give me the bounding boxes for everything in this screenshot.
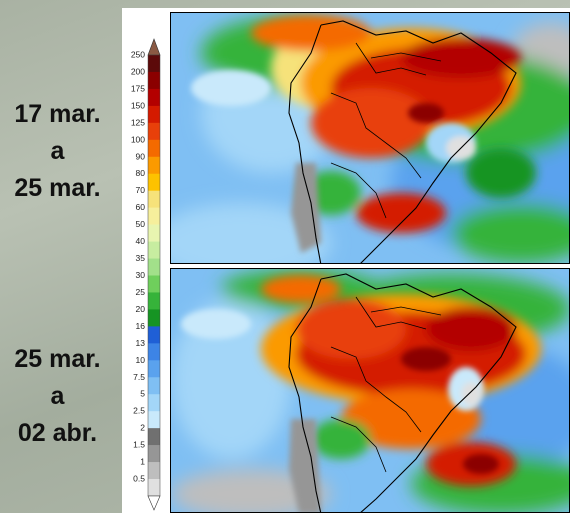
colorbar-tick-label: 90: [136, 151, 146, 161]
colorbar-swatch: [148, 275, 160, 293]
colorbar-swatch: [148, 360, 160, 378]
colorbar-tick-label: 13: [136, 338, 146, 348]
colorbar-swatch: [148, 71, 160, 90]
period-label-2: 25 mar. a 02 abr.: [0, 341, 115, 452]
colorbar-swatch: [148, 445, 160, 463]
precipitation-map-top: [170, 12, 570, 264]
colorbar-swatch: [148, 122, 160, 141]
colorbar-tick-label: 2: [140, 423, 145, 433]
colorbar-swatch: [148, 207, 160, 225]
period-1-end: 25 mar.: [14, 174, 101, 202]
period-2-end: 02 abr.: [17, 419, 98, 447]
period-1-separator: a: [50, 137, 65, 165]
colorbar-swatch: [148, 105, 160, 124]
colorbar-tick-label: 10: [136, 355, 146, 365]
colorbar-swatch: [148, 156, 160, 175]
map-top-canvas: [171, 13, 569, 263]
colorbar-swatch: [148, 139, 160, 158]
colorbar-swatch: [148, 258, 160, 276]
precipitation-map-bottom: [170, 268, 570, 513]
colorbar-top-arrow: [147, 38, 161, 56]
colorbar-swatch: [148, 55, 160, 73]
colorbar-swatch: [148, 292, 160, 310]
colorbar-swatch: [148, 309, 160, 327]
colorbar-swatch: [148, 224, 160, 242]
colorbar-swatch: [148, 326, 160, 344]
colorbar-tick-label: 100: [131, 134, 145, 144]
colorbar-tick-label: 60: [136, 202, 146, 212]
colorbar-tick-label: 1: [140, 457, 145, 467]
colorbar-tick-label: 16: [136, 321, 146, 331]
colorbar-swatch: [148, 462, 160, 480]
colorbar-swatch: [148, 479, 160, 497]
precipitation-colorbar: 2502001751501251009080706050403530252016…: [131, 38, 161, 511]
colorbar-tick-label: 7.5: [133, 372, 145, 382]
colorbar-tick-label: 20: [136, 304, 146, 314]
colorbar-tick-label: 125: [131, 117, 145, 127]
colorbar-swatch: [148, 343, 160, 361]
colorbar-tick-label: 35: [136, 253, 146, 263]
colorbar-tick-label: 5: [140, 389, 145, 399]
map-bottom-canvas: [171, 269, 569, 512]
colorbar-bottom-arrow: [147, 495, 161, 511]
colorbar-tick-label: 70: [136, 185, 146, 195]
colorbar-tick-label: 200: [131, 66, 145, 76]
colorbar-swatch: [148, 241, 160, 259]
colorbar-swatch: [148, 173, 160, 191]
colorbar-tick-label: 2.5: [133, 406, 145, 416]
colorbar-tick-label: 1.5: [133, 440, 145, 450]
colorbar-swatch: [148, 377, 160, 395]
colorbar-tick-label: 25: [136, 287, 146, 297]
colorbar-swatch: [148, 88, 160, 107]
colorbar-tick-label: 80: [136, 168, 146, 178]
colorbar-tick-label: 40: [136, 236, 146, 246]
colorbar-tick-label: 150: [131, 100, 145, 110]
colorbar-swatch: [148, 190, 160, 208]
colorbar-swatch: [148, 428, 160, 446]
period-label-1: 17 mar. a 25 mar.: [0, 96, 115, 207]
period-2-separator: a: [50, 382, 65, 410]
colorbar-swatch: [148, 411, 160, 429]
colorbar-tick-label: 30: [136, 270, 146, 280]
colorbar-tick-label: 50: [136, 219, 146, 229]
colorbar-tick-label: 175: [131, 83, 145, 93]
colorbar-tick-label: 0.5: [133, 474, 145, 484]
colorbar-tick-label: 250: [131, 50, 145, 60]
period-2-start: 25 mar.: [14, 345, 101, 373]
period-1-start: 17 mar.: [14, 100, 101, 128]
colorbar-swatch: [148, 394, 160, 412]
